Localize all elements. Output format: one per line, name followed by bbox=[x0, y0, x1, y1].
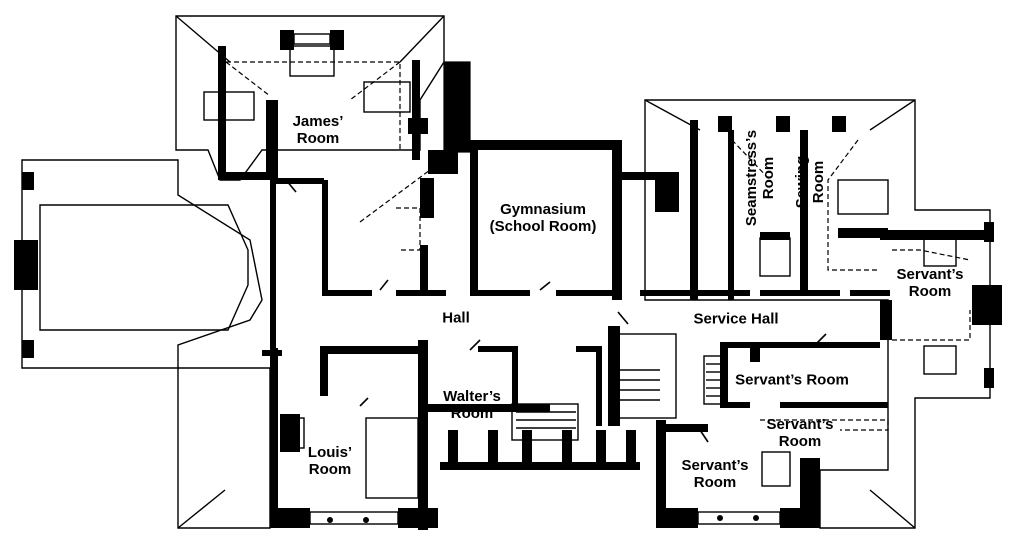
label-servant-room-mid: Servant’s Room bbox=[735, 372, 849, 389]
label-sewing-room: Sewing Room bbox=[793, 156, 827, 209]
label-gymnasium-line2: (School Room) bbox=[489, 218, 597, 235]
label-louis-room-line1: Louis’ bbox=[307, 444, 353, 461]
label-servant-room-mid-line1: Servant’s Room bbox=[735, 371, 849, 389]
label-servant-room-east-line2: Room bbox=[908, 283, 952, 300]
label-louis-room: Louis’ Room bbox=[308, 444, 352, 478]
window-dots bbox=[327, 463, 759, 523]
label-servant-room-se-line2: Room bbox=[778, 433, 822, 450]
east-wing-walls bbox=[618, 116, 1002, 388]
label-servant-room-se: Servant’s Room bbox=[767, 416, 834, 450]
label-james-room-line2: Room bbox=[296, 130, 340, 147]
label-hall-line1: Hall bbox=[442, 309, 470, 327]
label-servant-room-south: Servant’s Room bbox=[682, 457, 749, 491]
label-servant-room-east: Servant’s Room bbox=[897, 266, 964, 300]
label-servant-room-east-line1: Servant’s bbox=[896, 266, 964, 283]
label-walter-room-line1: Walter’s bbox=[443, 388, 501, 405]
central-north-walls bbox=[322, 61, 622, 300]
label-louis-room-line2: Room bbox=[308, 461, 352, 478]
west-terrace bbox=[14, 159, 263, 369]
label-seamstress-room-line2: Room bbox=[760, 156, 777, 200]
label-servant-room-se-line1: Servant’s bbox=[766, 416, 834, 433]
label-servant-room-south-line2: Room bbox=[693, 474, 737, 491]
label-service-hall-line1: Service Hall bbox=[693, 310, 779, 328]
label-seamstress-room-line1: Seamstress’s bbox=[743, 129, 760, 227]
hall-walls bbox=[270, 178, 827, 443]
label-walter-room: Walter’s Room bbox=[443, 388, 501, 422]
label-hall: Hall bbox=[442, 310, 470, 327]
west-wing-outline bbox=[175, 15, 445, 529]
label-walter-room-line2: Room bbox=[450, 405, 494, 422]
label-seamstress-room: Seamstress’s Room bbox=[743, 130, 777, 226]
label-gymnasium: Gymnasium (School Room) bbox=[490, 201, 597, 235]
label-sewing-room-line1: Sewing bbox=[793, 155, 810, 209]
south-walls bbox=[262, 326, 889, 530]
label-james-room-line1: James’ bbox=[292, 113, 344, 130]
label-servant-room-south-line1: Servant’s bbox=[681, 457, 749, 474]
label-service-hall: Service Hall bbox=[693, 311, 778, 328]
james-room-walls bbox=[203, 30, 428, 180]
label-gymnasium-line1: Gymnasium bbox=[500, 201, 586, 218]
label-sewing-room-line2: Room bbox=[810, 160, 827, 204]
label-james-room: James’ Room bbox=[293, 113, 344, 147]
